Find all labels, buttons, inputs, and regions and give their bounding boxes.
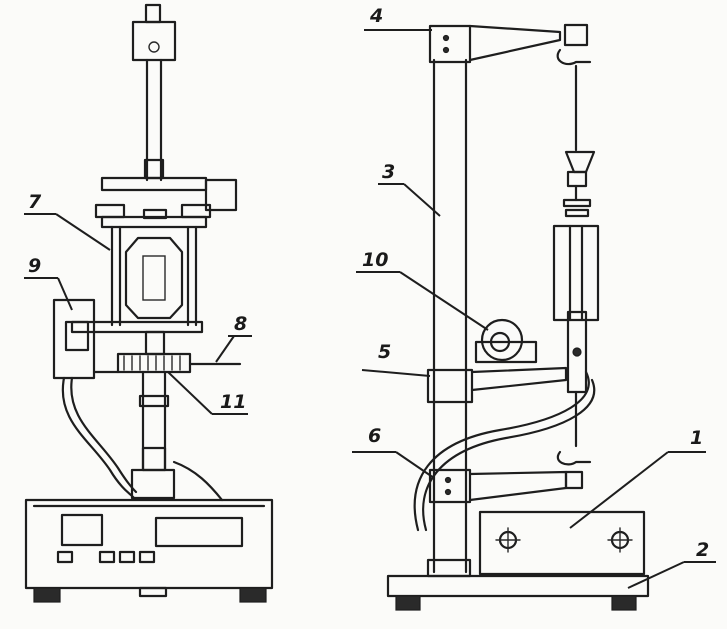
side-bracket-lower [428, 468, 472, 504]
side-top-head [428, 24, 472, 64]
side-sensor-housing [474, 340, 538, 364]
front-sensor-window [64, 320, 90, 352]
side-foot-left [395, 595, 421, 611]
front-display-small [60, 513, 104, 547]
callout-10-leader [399, 271, 489, 331]
callout-9: 9 [28, 255, 41, 277]
front-lower-collar [138, 394, 170, 408]
front-nut-left [94, 203, 126, 219]
callout-2: 2 [696, 539, 709, 561]
side-sensor-ring [480, 318, 524, 362]
callouts: 7 9 8 11 4 3 10 5 6 1 [24, 5, 716, 589]
front-top-clamp [131, 20, 177, 62]
front-frame-top-plate [100, 215, 208, 229]
bracket-bolt [444, 476, 452, 484]
front-button [56, 550, 74, 564]
front-sensor-box [52, 298, 96, 380]
side-washer [562, 198, 592, 208]
front-button [98, 550, 116, 564]
callout-1-leader [569, 451, 669, 529]
front-top-screw [144, 3, 162, 24]
front-foot-left [33, 587, 61, 603]
side-bracket-upper [426, 368, 474, 404]
front-top-clamp-hole [148, 41, 160, 53]
callout-4: 4 [369, 5, 383, 27]
side-specimen-holder [552, 224, 600, 322]
callout-6: 6 [368, 425, 381, 447]
callout-8: 8 [234, 313, 247, 335]
head-bolt [442, 46, 450, 54]
front-display-large [154, 516, 244, 548]
callout-2-leader [627, 561, 685, 589]
front-cable-outer [61, 376, 136, 500]
front-cable-inner [70, 376, 138, 494]
side-base-case [478, 510, 646, 576]
side-lower-arm-tip [564, 470, 584, 490]
callout-7-leader [55, 213, 111, 251]
side-view [386, 23, 650, 611]
callout-3-leader [403, 183, 441, 217]
side-lower-hook [556, 450, 592, 466]
callout-9-leader [57, 277, 73, 311]
front-scale-unit [116, 352, 192, 374]
bracket-bolt [444, 488, 452, 496]
front-upper-crossbar [100, 176, 208, 192]
side-top-hook-block [563, 23, 589, 47]
side-foot-right [611, 595, 637, 611]
front-view [24, 3, 274, 603]
front-specimen-window [142, 255, 166, 301]
callout-1: 1 [690, 427, 703, 449]
side-top-arm [468, 24, 562, 62]
side-top-hook [556, 48, 592, 66]
side-upper-clamp [564, 150, 596, 174]
callout-8-leader [215, 335, 235, 363]
front-foot-right [239, 587, 267, 603]
side-cable-inner [422, 378, 596, 532]
callout-3: 3 [382, 161, 395, 183]
callout-5: 5 [378, 341, 391, 363]
front-lower-coupling [144, 330, 166, 356]
front-cable-right [172, 460, 224, 502]
callout-7: 7 [28, 191, 42, 213]
front-foot-center [138, 586, 168, 598]
side-lower-arm [468, 470, 568, 502]
side-clamp-body [566, 170, 588, 188]
callout-10: 10 [362, 249, 388, 271]
callout-6-leader [395, 451, 435, 479]
front-lower-grip [141, 446, 167, 472]
side-upper-arm [470, 366, 568, 392]
callout-5-leader [361, 369, 431, 377]
front-base-mount [130, 468, 176, 500]
callout-11-leader [167, 371, 213, 415]
side-rod-pin [572, 347, 582, 357]
side-base-plate [386, 574, 650, 598]
side-washer [564, 208, 590, 218]
front-button [138, 550, 156, 564]
front-lower-plate [70, 320, 204, 334]
callout-11: 11 [220, 391, 246, 413]
side-cable-outer [413, 370, 590, 532]
front-button [118, 550, 136, 564]
front-side-box [204, 178, 238, 212]
front-specimen-holder [124, 236, 184, 320]
head-bolt [442, 34, 450, 42]
